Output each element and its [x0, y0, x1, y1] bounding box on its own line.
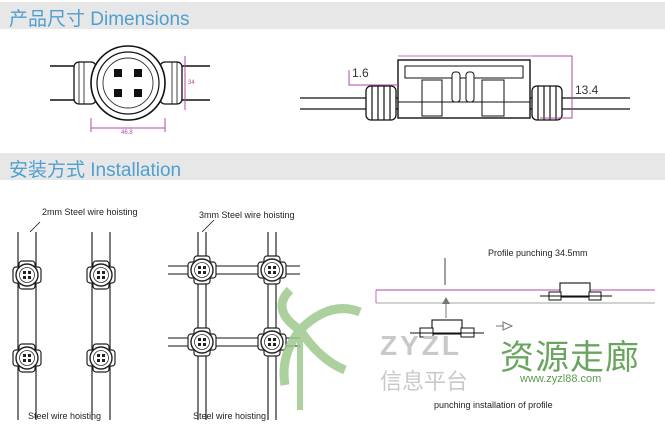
fig3-bottom-label: punching installation of profile: [434, 400, 553, 410]
width-dimension-label: 46.8: [121, 130, 133, 136]
fig3-top-label: Profile punching 34.5mm: [488, 248, 588, 258]
offset-dimension-label: 1.6: [352, 66, 369, 80]
installation-fig-2: [168, 219, 300, 420]
installation-fig-3: [375, 258, 655, 338]
section-title-installation: 安装方式 Installation: [9, 160, 182, 181]
section-title-dimensions: 产品尺寸 Dimensions: [9, 9, 190, 30]
fig1-top-label: 2mm Steel wire hoisting: [42, 207, 138, 217]
side-height-dimension-label: 13.4: [575, 83, 599, 97]
section-band-dimensions: 产品尺寸 Dimensions: [0, 2, 665, 30]
watermark-cn-sub: 信息平台: [380, 369, 469, 394]
fig2-top-label: 3mm Steel wire hoisting: [199, 210, 295, 220]
side-view-drawing: [300, 55, 630, 121]
section-band-installation: 安装方式 Installation: [0, 153, 665, 181]
fig2-bottom-label: Steel wire hoisting: [193, 411, 267, 421]
watermark-cn-main: 资源走廊: [500, 339, 640, 377]
watermark-logo: [277, 286, 362, 410]
fig1-bottom-label: Steel wire hoisting: [28, 411, 102, 421]
front-view-drawing: [50, 45, 210, 132]
height-dimension-label: 34: [188, 80, 195, 86]
watermark-latin: ZYZL: [380, 330, 462, 361]
installation-fig-1: [12, 221, 116, 420]
watermark-url: www.zyzl88.com: [520, 373, 602, 385]
